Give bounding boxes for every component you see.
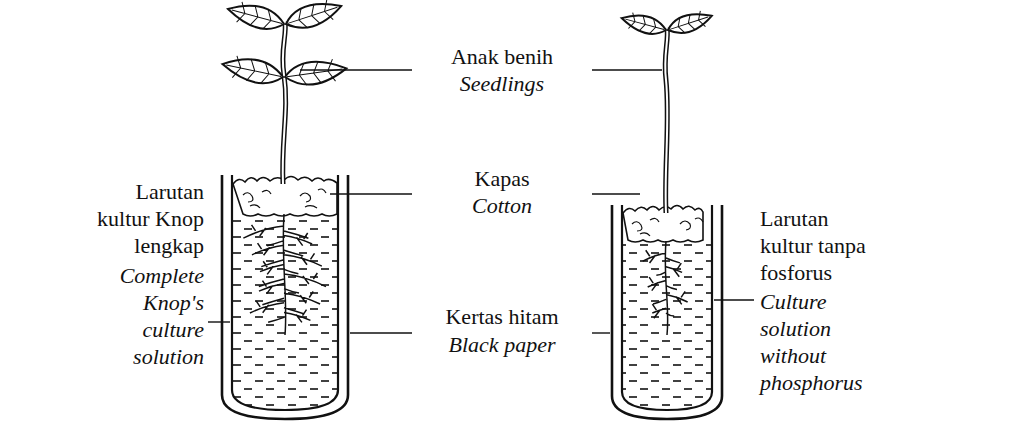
culture-solution [232,215,338,415]
leaf-blade [220,53,285,88]
label-english: Cotton [417,192,587,219]
leaf [220,53,285,88]
leaf [225,0,286,34]
root-system [243,214,326,335]
leaf-blade [283,0,345,34]
leaf [283,57,348,88]
seedling-stem [283,22,286,184]
leaf-blade [225,0,286,34]
leaf-blade [619,10,668,38]
label-malay: Kertas hitam [417,303,587,330]
black-paper [222,175,348,419]
label-english: Culture solution without phosphorus [760,288,882,396]
label-english: Seedlings [417,70,587,97]
label-english: Black paper [417,331,587,358]
seedling-stem [665,28,667,213]
leaf-vein [667,9,710,37]
label-english: Complete Knop's culture solution [84,262,204,370]
root-system [643,241,688,335]
test-tube [622,205,712,410]
leaf-vein [623,11,666,37]
leaf-blade [283,57,348,88]
leaf [665,8,714,38]
culture-solution [622,242,712,412]
leaf-vein [224,54,283,87]
leaf-vein [285,0,341,33]
seedling-stem [665,28,667,213]
leaf [619,10,668,38]
leaf-vein [285,58,344,88]
seedling-stem [283,22,286,184]
cotton-texture [632,218,703,236]
leaf-blade [665,8,714,38]
label-malay: Anak benih [417,43,587,70]
cotton-texture [243,189,326,208]
black-paper [612,205,722,419]
leaf-vein [229,0,285,34]
test-tube [232,175,338,410]
label-malay: Kapas [417,165,587,192]
leader-lines [208,70,754,333]
label-malay: Larutan kultur tanpa fosforus [760,205,882,286]
leaf [283,0,345,34]
cotton-plug [623,206,703,243]
label-malay: Larutan kultur Knop lengkap [84,178,204,259]
